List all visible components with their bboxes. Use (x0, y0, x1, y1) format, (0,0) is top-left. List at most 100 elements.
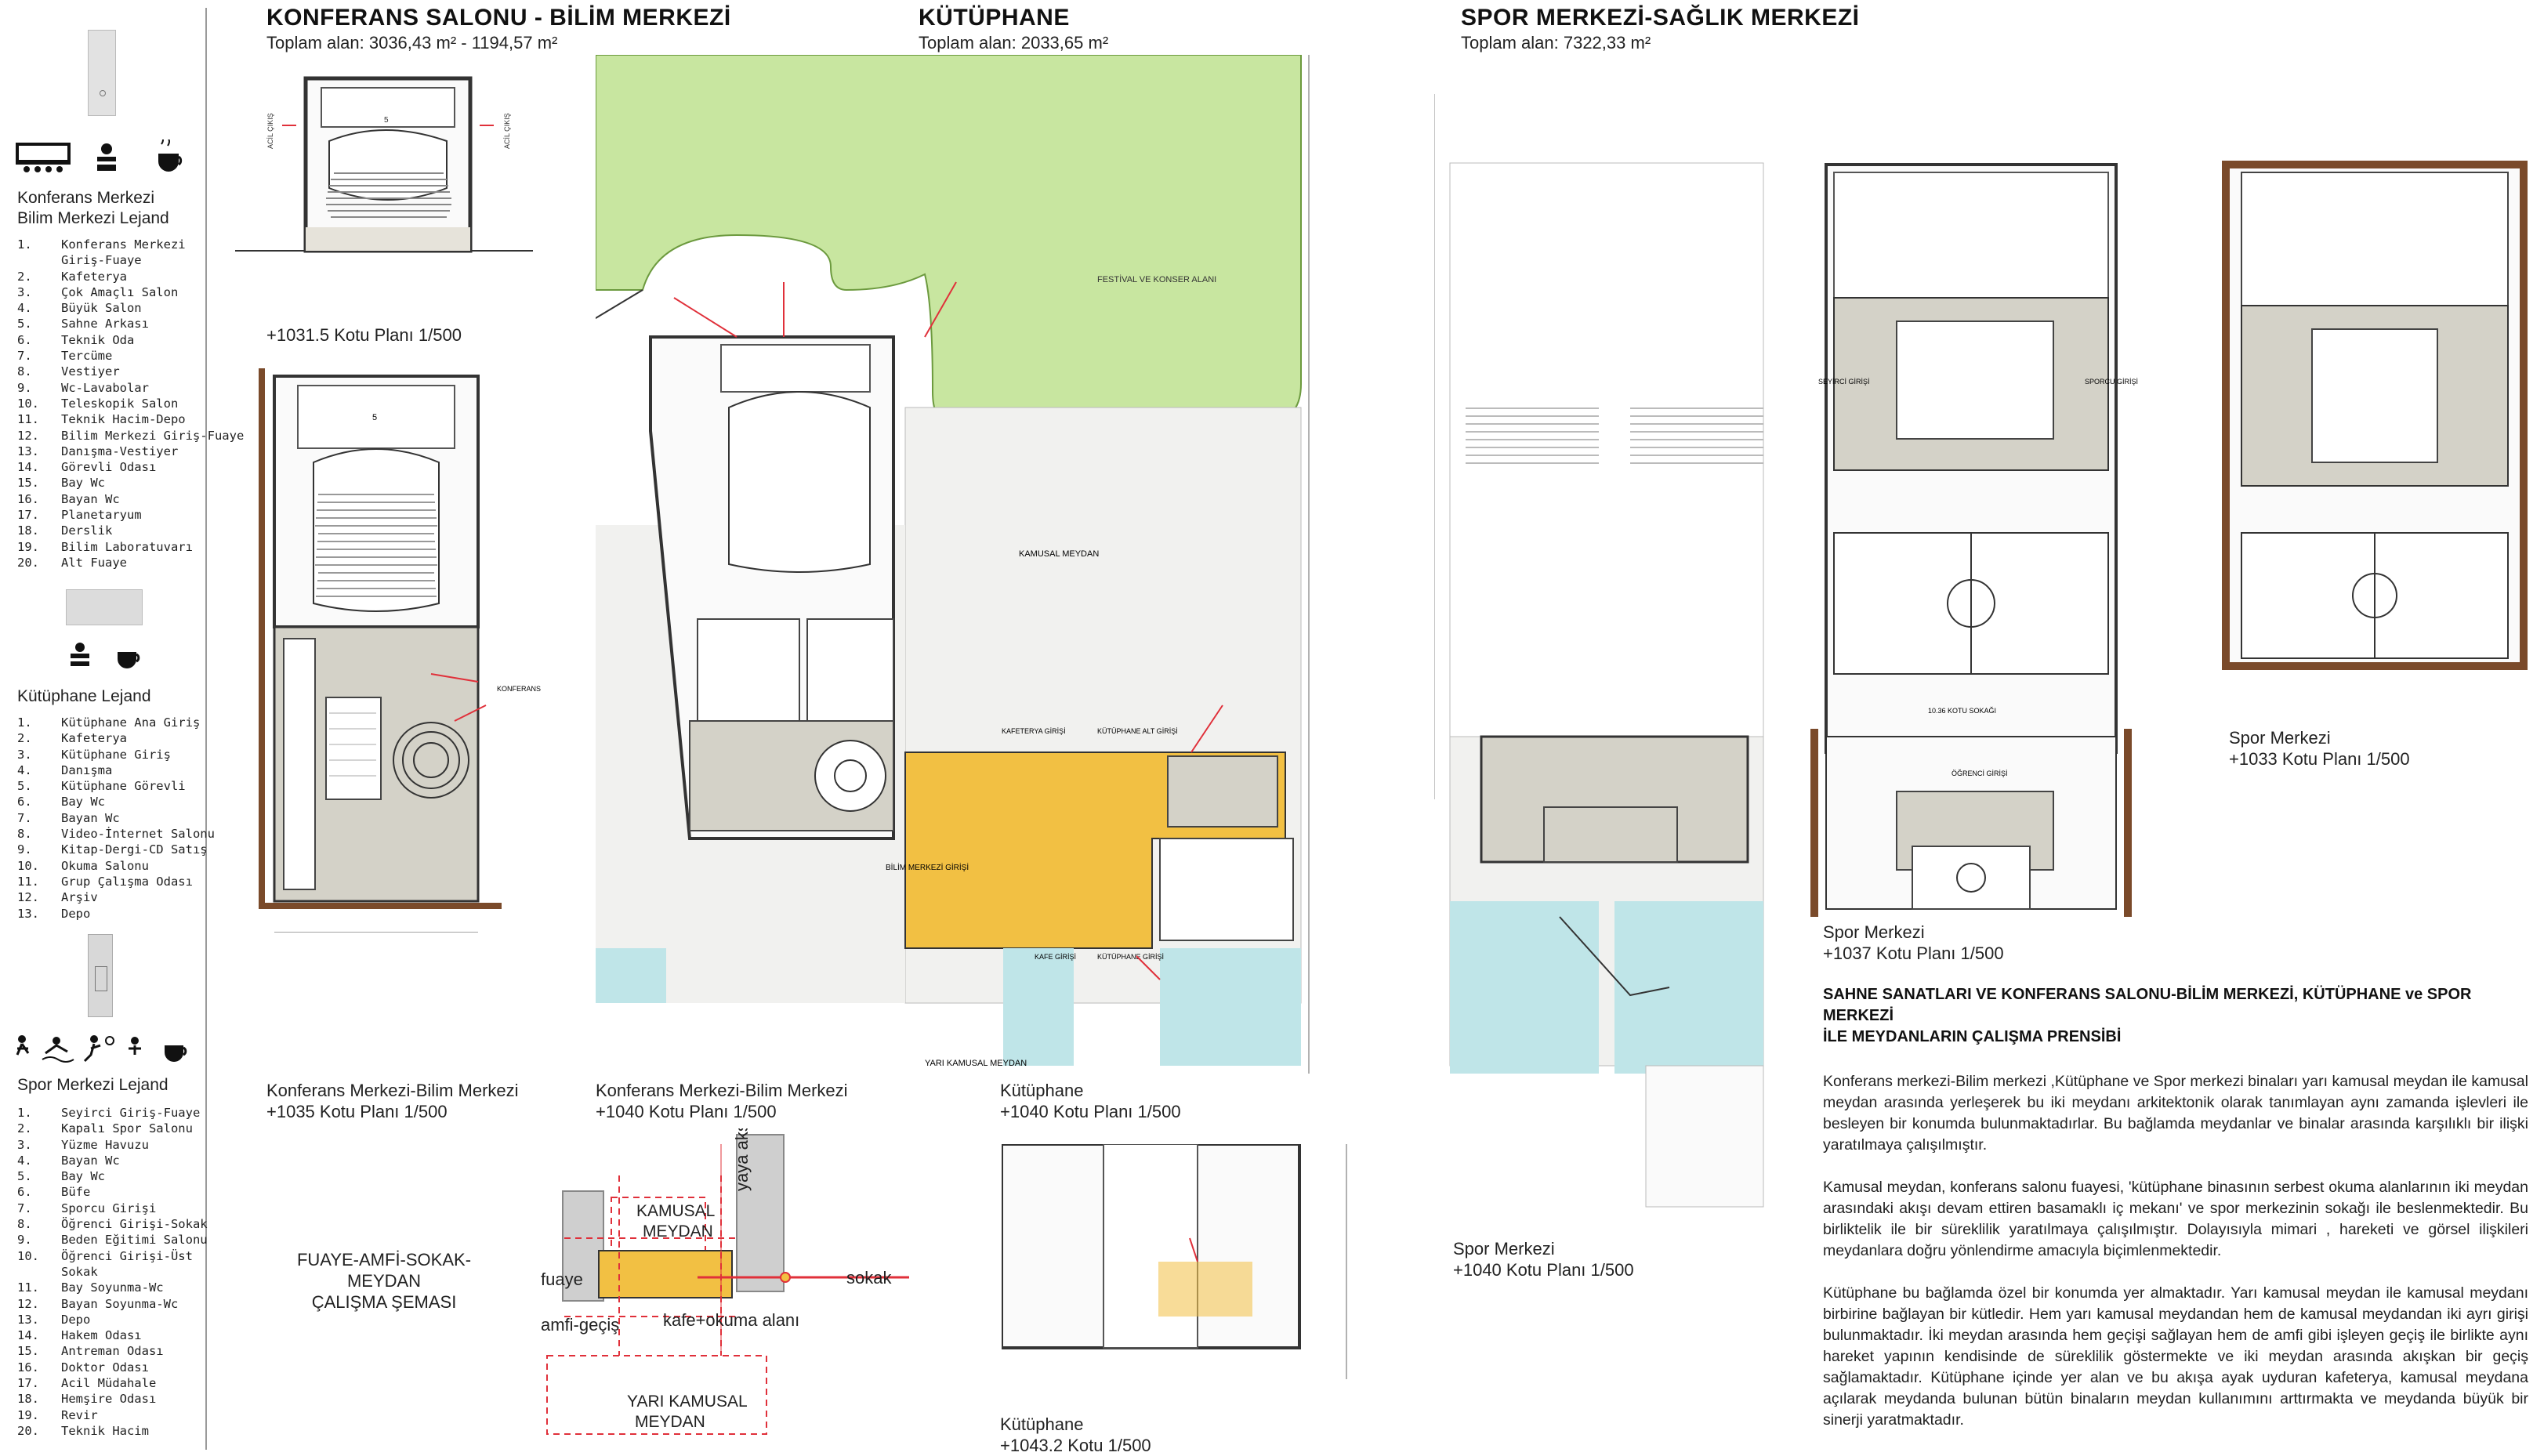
legend-item: 1. Kütüphane Ana Giriş (17, 715, 201, 730)
legend-item: 10. Teleskopik Salon (17, 396, 179, 411)
konferans-legend-title: Konferans Merkezi Bilim Merkezi Lejand (17, 189, 169, 227)
legend-item: 11. Grup Çalışma Odası (17, 874, 193, 889)
kotu-1035-caption: Konferans Merkezi-Bilim Merkezi +1035 Ko… (266, 1081, 519, 1121)
legend-item: Giriş-Fuaye (17, 253, 142, 268)
svg-text:5: 5 (384, 116, 389, 125)
svg-text:MEYDAN: MEYDAN (643, 1222, 713, 1240)
legend-item: 18. Derslik (17, 523, 113, 538)
legend-item: 17. Acil Müdahale (17, 1376, 157, 1391)
legend-item: 12. Arşiv (17, 890, 98, 905)
svg-text:ACİL ÇIKIŞ: ACİL ÇIKIŞ (503, 113, 511, 149)
legend-item: 13. Danışma-Vestiyer (17, 444, 179, 458)
legend-item: 11. Teknik Hacim-Depo (17, 412, 186, 427)
legend-item: 16. Doktor Odası (17, 1360, 149, 1375)
principle-title-1: SAHNE SANATLARI VE KONFERANS SALONU-BİLİ… (1823, 986, 2472, 1024)
legend-item: 10. Okuma Salonu (17, 858, 149, 873)
legend-item: 4. Danışma (17, 762, 113, 777)
legend-item: 8. Video-İnternet Salonu (17, 827, 215, 842)
kotu-1031-caption: +1031.5 Kotu Planı 1/500 (266, 325, 462, 345)
legend-item: 15. Bay Wc (17, 476, 105, 491)
principle-paragraph-1: Konferans merkezi-Bilim merkezi ,Kütüpha… (1823, 1073, 2528, 1154)
spor-1033-caption: Spor Merkezi +1033 Kotu Planı 1/500 (2229, 728, 2410, 769)
svg-text:KAFETERYA GİRİŞİ: KAFETERYA GİRİŞİ (1002, 727, 1066, 735)
svg-text:KAMUSAL MEYDAN: KAMUSAL MEYDAN (1019, 549, 1099, 559)
principle-paragraph-3: Kütüphane bu bağlamda özel bir konumda y… (1823, 1284, 2528, 1429)
spor-1037-caption: Spor Merkezi +1037 Kotu Planı 1/500 (1823, 922, 2004, 963)
schema-title: FUAYE-AMFİ-SOKAK-MEYDAN ÇALIŞMA ŞEMASI (296, 1250, 472, 1312)
legend-item: 1. Seyirci Giriş-Fuaye (17, 1106, 201, 1120)
legend-item: 8. Vestiyer (17, 364, 120, 379)
legend-item: 4. Bayan Wc (17, 1153, 120, 1168)
svg-text:KAFE GİRİŞİ: KAFE GİRİŞİ (1035, 953, 1076, 961)
legend-item: 15. Antreman Odası (17, 1344, 164, 1359)
konferans-1035-plan: 5 KONFERANS GİRİŞİ (259, 368, 541, 933)
svg-text:sokak: sokak (846, 1268, 892, 1288)
legend-item: 9. Beden Eğitimi Salonu (17, 1233, 208, 1248)
spor-1037-plan: SEYİRCİ GİRİŞİ SPORCU GİRİŞİ 10.36 KOTU … (1810, 163, 2138, 917)
svg-text:KÜTÜPHANE GİRİŞİ: KÜTÜPHANE GİRİŞİ (1097, 953, 1164, 961)
kutuphane-legend-icons (63, 641, 149, 676)
legend-item: 12. Bilim Merkezi Giriş-Fuaye (17, 428, 245, 443)
spor-1033-plan (2222, 161, 2528, 670)
svg-text:BİLİM MERKEZİ GİRİŞİ: BİLİM MERKEZİ GİRİŞİ (886, 862, 969, 872)
legend-item: 6. Bay Wc (17, 795, 105, 809)
site-plan-1040: FESTİVAL VE KONSER ALANI BİLİM MERKEZİ G… (596, 55, 1310, 1074)
svg-text:YARI KAMUSAL MEYDAN: YARI KAMUSAL MEYDAN (925, 1059, 1027, 1068)
legend-divider (205, 8, 207, 1450)
svg-text:KAMUSAL: KAMUSAL (636, 1202, 715, 1220)
svg-text:kafe+okuma alanı: kafe+okuma alanı (663, 1310, 799, 1330)
svg-text:5: 5 (372, 413, 377, 422)
legend-item: 14. Görevli Odası (17, 460, 157, 475)
kut-1040-caption: Kütüphane +1040 Kotu Planı 1/500 (1000, 1081, 1181, 1121)
spor-1040-caption: Spor Merkezi +1040 Kotu Planı 1/500 (1453, 1239, 1634, 1280)
legend-item: 1. Konferans Merkezi (17, 237, 186, 252)
svg-text:MEYDAN: MEYDAN (635, 1413, 705, 1431)
spor-legend-title: Spor Merkezi Lejand (17, 1076, 169, 1094)
legend-item: 7. Sporcu Girişi (17, 1201, 157, 1215)
legend-item: 12. Bayan Soyunma-Wc (17, 1296, 179, 1311)
svg-text:fuaye: fuaye (541, 1269, 583, 1289)
legend-item: 18. Hemşire Odası (17, 1392, 157, 1407)
legend-item: 4. Büyük Salon (17, 301, 142, 316)
kutuphane-title: KÜTÜPHANE (919, 5, 1070, 31)
konferans-1031-plan: 5 ACİL ÇIKIŞ ACİL ÇIKIŞ (235, 76, 533, 253)
legend-item: 17. Planetaryum (17, 508, 142, 523)
legend-item: 13. Depo (17, 906, 91, 921)
legend-item: 16. Bayan Wc (17, 491, 120, 506)
legend-item: 19. Revir (17, 1407, 98, 1422)
svg-text:SEYİRCİ GİRİŞİ: SEYİRCİ GİRİŞİ (1818, 378, 1870, 386)
konferans-title: KONFERANS SALONU - BİLİM MERKEZİ (266, 5, 731, 31)
spor-thumbnail (88, 934, 113, 1017)
svg-text:yaya aksı: yaya aksı (732, 1128, 752, 1191)
konferans-legend-icons (11, 136, 191, 176)
kutuphane-thumbnail (66, 589, 143, 625)
legend-item: 9. Wc-Lavabolar (17, 380, 149, 395)
legend-item: 14. Hakem Odası (17, 1328, 142, 1343)
svg-text:FESTİVAL VE KONSER ALANI: FESTİVAL VE KONSER ALANI (1097, 274, 1216, 284)
spor-title: SPOR MERKEZİ-SAĞLIK MERKEZİ (1461, 5, 1860, 31)
svg-text:10.36 KOTU SOKAĞI: 10.36 KOTU SOKAĞI (1928, 707, 1996, 715)
legend-item: 20. Alt Fuaye (17, 555, 127, 570)
legend-item: 13. Depo (17, 1312, 91, 1327)
legend-item: 6. Teknik Oda (17, 332, 135, 347)
legend-item: 9. Kitap-Dergi-CD Satış (17, 842, 208, 857)
spor-1040-plan (1434, 94, 1764, 1208)
legend-item: 3. Yüzme Havuzu (17, 1137, 149, 1152)
kut-1043-caption: Kütüphane +1043.2 Kotu 1/500 (1000, 1414, 1151, 1455)
konferans-thumbnail (88, 30, 116, 116)
kotu-1040-caption: Konferans Merkezi-Bilim Merkezi +1040 Ko… (596, 1081, 848, 1121)
legend-item: 11. Bay Soyunma-Wc (17, 1280, 164, 1295)
principle-text-block: SAHNE SANATLARI VE KONFERANS SALONU-BİLİ… (1823, 984, 2528, 1452)
legend-item: 2. Kafeterya (17, 731, 127, 746)
legend-item: 19. Bilim Laboratuvarı (17, 539, 193, 554)
audience-lecture-icon (16, 136, 183, 172)
legend-item: 6. Büfe (17, 1185, 91, 1200)
legend-item: 20. Teknik Hacim (17, 1423, 149, 1438)
svg-text:SPORCU GİRİŞİ: SPORCU GİRİŞİ (2085, 378, 2138, 386)
legend-item: 3. Kütüphane Giriş (17, 747, 171, 762)
kutuphane-legend-title: Kütüphane Lejand (17, 687, 151, 705)
konferans-area: Toplam alan: 3036,43 m² - 1194,57 m² (266, 33, 558, 53)
